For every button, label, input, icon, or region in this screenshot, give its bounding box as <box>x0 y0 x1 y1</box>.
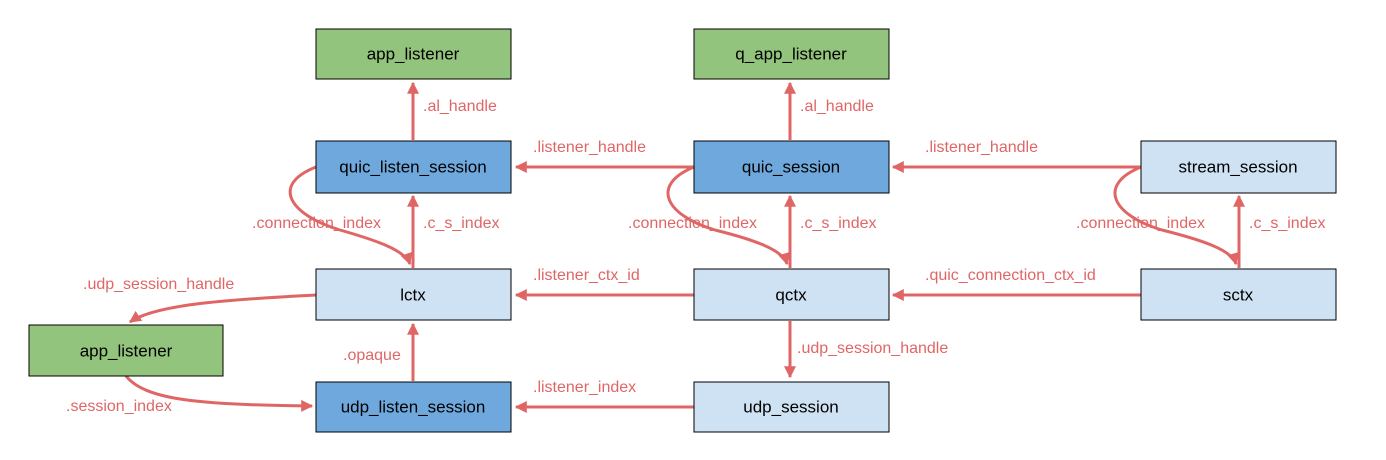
node-label-quic-session: quic_session <box>742 158 840 177</box>
label-connection-index-mid: .connection_index <box>628 215 757 232</box>
node-stream-session <box>1140 140 1337 194</box>
label-connection-index-left: .connection_index <box>252 215 381 232</box>
label-listener-handle-right: .listener_handle <box>925 139 1038 156</box>
node-app-listener-bottom <box>28 324 224 377</box>
label-quic-connection-ctx-id: .quic_connection_ctx_id <box>925 267 1096 284</box>
node-label-quic-listen-session: quic_listen_session <box>339 158 486 177</box>
label-al-handle-left: .al_handle <box>423 98 497 115</box>
node-label-qctx: qctx <box>775 286 807 305</box>
edge-connection-index-left <box>288 165 412 266</box>
node-label-sctx: sctx <box>1223 286 1254 305</box>
label-c-s-index-right: .c_s_index <box>1249 215 1326 232</box>
label-udp-session-handle-mid: .udp_session_handle <box>797 340 948 357</box>
edge-connection-index-mid <box>666 165 790 266</box>
label-listener-handle-left: .listener_handle <box>533 139 646 156</box>
label-session-index: .session_index <box>66 398 172 415</box>
node-q-app-listener <box>693 28 890 80</box>
node-app-listener-top <box>315 28 512 80</box>
node-label-app-listener-top: app_listener <box>367 45 460 64</box>
node-quic-session <box>693 140 890 194</box>
node-label-udp-listen-session: udp_listen_session <box>341 398 486 417</box>
edge-connection-index-right <box>1113 165 1239 266</box>
node-label-stream-session: stream_session <box>1178 158 1297 177</box>
label-c-s-index-mid: .c_s_index <box>800 215 877 232</box>
label-connection-index-right: .connection_index <box>1076 215 1205 232</box>
label-listener-index: .listener_index <box>533 379 636 396</box>
label-listener-ctx-id: .listener_ctx_id <box>533 267 640 284</box>
node-sctx <box>1140 268 1337 321</box>
node-quic-listen-session <box>315 140 512 194</box>
node-label-udp-session: udp_session <box>743 398 838 417</box>
node-udp-listen-session <box>315 381 512 433</box>
label-al-handle-right: .al_handle <box>800 98 874 115</box>
node-lctx <box>315 268 512 321</box>
label-opaque: .opaque <box>343 347 401 364</box>
node-label-app-listener-bottom: app_listener <box>80 342 173 361</box>
edge-session-index <box>124 375 314 412</box>
label-udp-session-handle-left: .udp_session_handle <box>83 276 234 293</box>
node-label-q-app-listener: q_app_listener <box>735 45 847 64</box>
node-label-lctx: lctx <box>400 286 426 305</box>
node-qctx <box>693 268 890 321</box>
node-udp-session <box>693 381 890 433</box>
edge-udp-session-handle-left <box>129 293 317 324</box>
label-c-s-index-left: .c_s_index <box>423 215 500 232</box>
